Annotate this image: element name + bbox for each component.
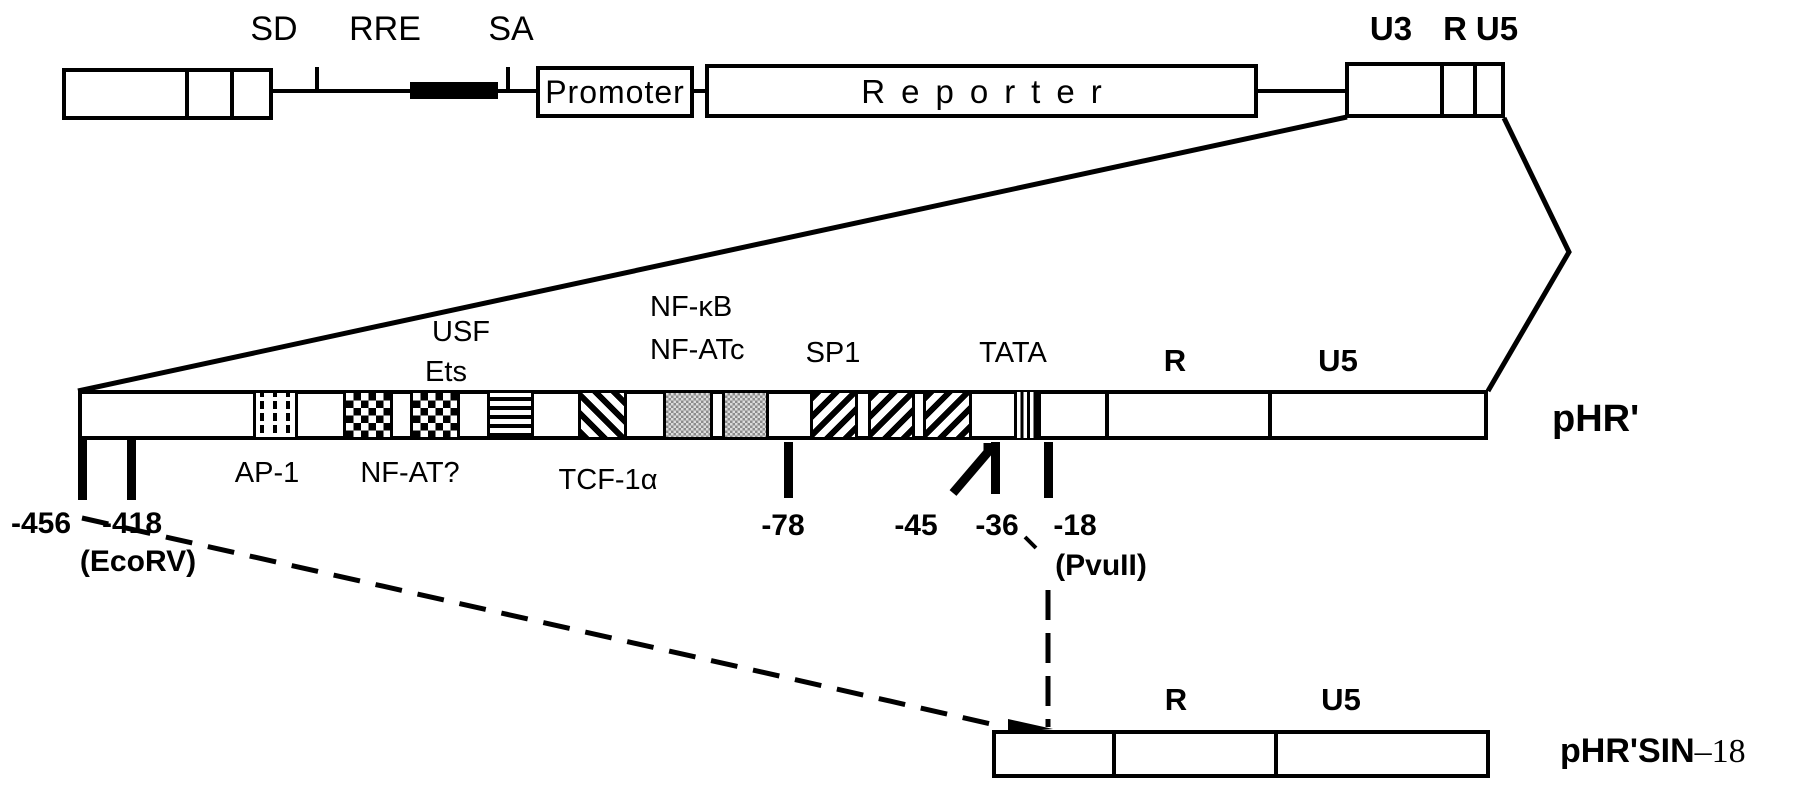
phr-name-label: pHR' [1552,398,1640,440]
nfatc-label: NF-ATc [650,334,745,366]
u5-label-top: U5 [1475,10,1519,47]
sp1-site-box-1 [810,390,858,440]
promoter-box: Promoter [536,66,694,118]
pos78-tick [784,442,793,498]
pos78-label: -78 [761,509,805,542]
nfat-site-box-2 [410,390,460,440]
sin-name-suffix: –18 [1694,733,1746,770]
phr-bar [78,390,1488,440]
tata-stripes-box [1014,392,1041,438]
stray-tick [1023,535,1038,550]
nfkb-label: NF-κB [650,291,733,323]
ltr-u3-r-divider [1440,66,1444,114]
pos18-label: -18 [1053,509,1097,542]
sa-tick [506,67,510,92]
gag-box-divider-2 [230,72,234,116]
nfat-site-box-1 [343,390,393,440]
nfkb-site-box-2 [722,390,769,440]
ap1-label: AP-1 [234,457,300,489]
r-label-mid: R [1163,343,1187,378]
ecorv-label: (EcoRV) [79,545,197,578]
ltr-r-u5-divider [1473,66,1477,114]
sp1-site-box-3 [923,390,972,440]
pos36-tick [991,442,1000,494]
usf-ets-site-box [487,390,534,440]
tcf1a-label: TCF-1α [558,464,658,496]
expansion-line-right [1485,116,1572,393]
rre-box [410,82,498,99]
tcf1a-site-box [578,390,627,440]
u3-label-top: U3 [1369,10,1413,47]
gag-box-divider-1 [185,72,189,116]
sin-r-u5-divider [1274,734,1278,774]
pos18-tick [1044,442,1053,498]
sp1-site-box-2 [868,390,915,440]
phr-u3-r-divider [1105,390,1109,440]
ap1-site-box [253,390,298,440]
r-label-top: R [1443,10,1467,47]
u5-label-sin: U5 [1321,682,1361,717]
sin-name-bold: pHR'SIN [1560,732,1695,770]
tata-label: TATA [979,337,1047,369]
sin-name-label: pHR'SIN–18 [1560,734,1746,769]
ltr-box [1345,62,1505,118]
rre-label: RRE [349,10,421,48]
pos456-tick [78,440,87,500]
deletion-dashed-diagonal [81,515,1001,729]
r-label-sin: R [1164,682,1188,717]
sd-label: SD [250,10,298,48]
pos45-label: -45 [894,509,938,542]
pos456-label: -456 [10,507,72,540]
u5-label-mid: U5 [1318,343,1358,378]
sin-bar [992,730,1490,778]
sa-label: SA [488,10,534,48]
reporter-label: Reporter [861,72,1118,110]
sin-u3-r-divider [1112,734,1116,774]
pvuii-label: (PvuII) [1055,549,1147,582]
pos418-label: -418 [101,507,163,540]
sp1-label: SP1 [805,337,861,369]
pos45-bent-tick [949,443,993,496]
sd-tick [315,67,319,92]
nfkb-site-box-1 [663,390,713,440]
reporter-box: Reporter [705,64,1258,118]
usf-label: USF [432,316,490,348]
pos418-tick [127,440,136,500]
gag-box [62,68,273,120]
promoter-label: Promoter [545,74,685,110]
nfat-label: NF-AT? [360,457,460,489]
ets-label: Ets [425,356,467,388]
phr-r-u5-divider [1268,390,1272,440]
pos36-label: -36 [975,509,1019,542]
